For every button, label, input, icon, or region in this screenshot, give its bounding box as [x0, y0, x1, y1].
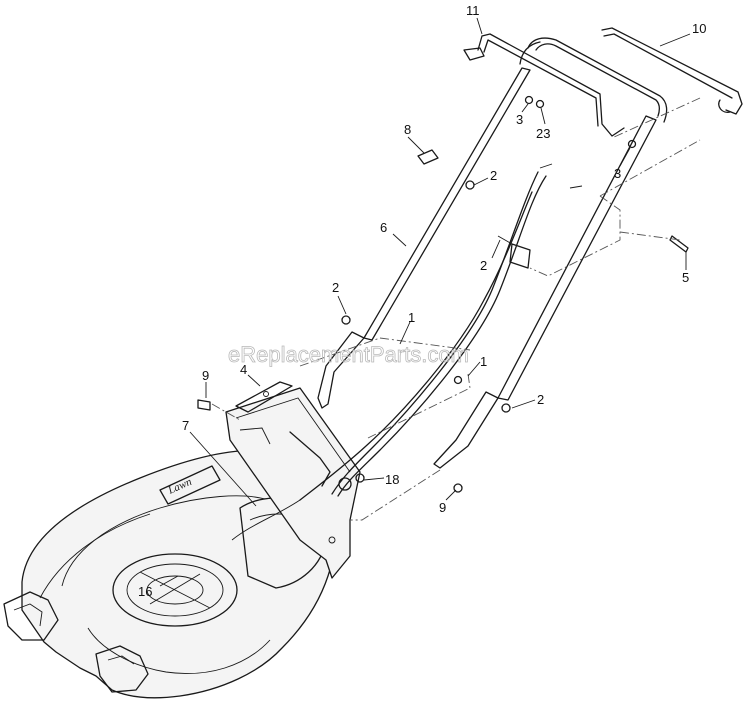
drive-bail [601, 27, 743, 115]
callout-1: 1 [480, 354, 487, 369]
rear-mount-bracket [225, 387, 361, 579]
assembly-lines [211, 97, 701, 521]
callouts: 11 10 3 23 8 2 3 6 2 5 2 1 1 9 4 7 2 18 … [138, 3, 706, 599]
callout-23: 23 [536, 126, 550, 141]
callout-6: 6 [380, 220, 387, 235]
callout-8: 8 [404, 122, 411, 137]
callout-3: 3 [516, 112, 523, 127]
callout-5: 5 [682, 270, 689, 285]
callout-10: 10 [692, 21, 706, 36]
callout-1: 1 [408, 310, 415, 325]
callout-9: 9 [202, 368, 209, 383]
leader-lines [159, 17, 691, 587]
callout-2: 2 [480, 258, 487, 273]
bracket-part-4 [235, 381, 293, 413]
control-cables [231, 163, 583, 541]
upper-handle [519, 37, 668, 123]
watermark: eReplacementParts.com [228, 342, 469, 367]
callout-2: 2 [537, 392, 544, 407]
callout-9: 9 [439, 500, 446, 515]
callout-3: 3 [614, 166, 621, 181]
callout-16: 16 [138, 584, 152, 599]
callout-2: 2 [332, 280, 339, 295]
bail-bar [463, 33, 625, 137]
callout-18: 18 [385, 472, 399, 487]
callout-7: 7 [182, 418, 189, 433]
lower-handle [317, 67, 657, 469]
callout-2: 2 [490, 168, 497, 183]
callout-11: 11 [466, 3, 480, 18]
callout-4: 4 [240, 362, 247, 377]
